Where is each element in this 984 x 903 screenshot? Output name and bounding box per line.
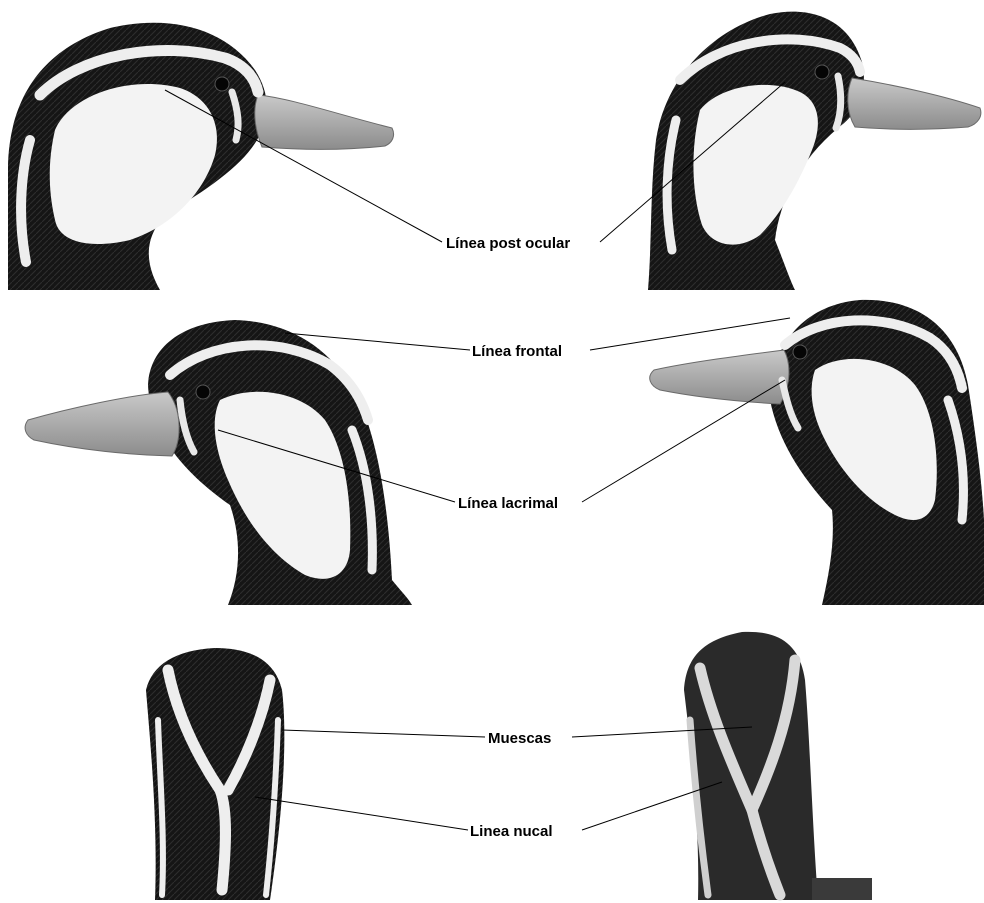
labels: Línea post ocular Línea frontal Línea la…	[446, 235, 570, 840]
duck-head-top-right	[648, 12, 981, 290]
cheek-white-patch	[50, 84, 217, 244]
label-frontal: Línea frontal	[472, 343, 562, 360]
bill	[848, 78, 981, 129]
leader-lacrimal-right	[582, 380, 785, 502]
label-muescas: Muescas	[488, 730, 551, 747]
bill	[25, 392, 179, 456]
base-fragment	[812, 878, 872, 900]
label-post-ocular: Línea post ocular	[446, 235, 570, 252]
duck-head-middle-left	[25, 320, 412, 605]
leader-nucal-left	[255, 797, 468, 830]
label-lacrimal: Línea lacrimal	[458, 495, 558, 512]
leader-muescas-left	[282, 730, 485, 737]
cheek-white-patch	[693, 85, 817, 245]
eye	[196, 385, 210, 399]
leader-frontal-right	[590, 318, 790, 350]
eye	[815, 65, 829, 79]
duck-head-middle-right	[650, 300, 984, 605]
label-nucal: Linea nucal	[470, 823, 553, 840]
eye	[793, 345, 807, 359]
bill	[650, 350, 789, 404]
bill	[255, 95, 394, 150]
eye	[215, 77, 229, 91]
duck-head-top-left	[8, 23, 394, 290]
duck-nape-view-left	[146, 648, 284, 900]
duck-nape-view-right	[684, 632, 872, 900]
